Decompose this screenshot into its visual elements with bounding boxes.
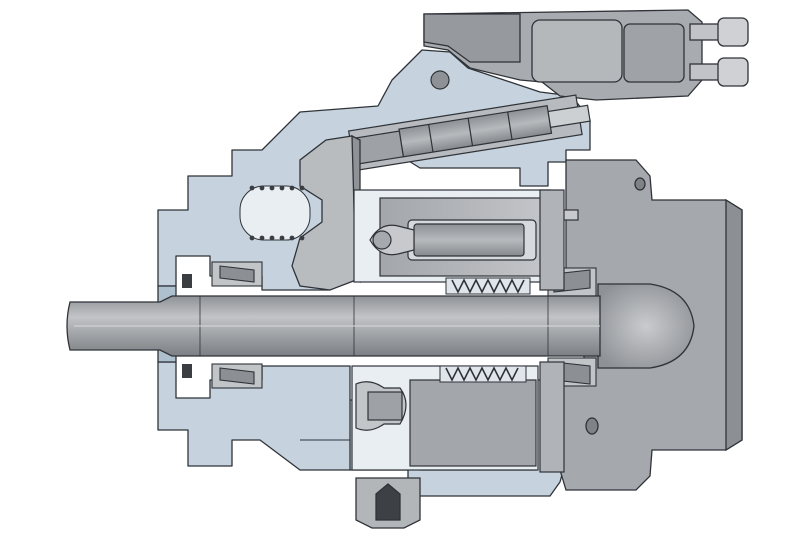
drive-shaft bbox=[66, 295, 601, 357]
lower-cylinder bbox=[351, 365, 539, 471]
cylinder-block bbox=[353, 189, 579, 283]
valve-plate bbox=[539, 189, 565, 473]
housing-details bbox=[231, 150, 350, 441]
port-boss bbox=[597, 283, 695, 369]
lower-piston bbox=[355, 381, 407, 431]
pivot-pin bbox=[430, 70, 450, 90]
shaft-seal bbox=[182, 274, 192, 378]
front-bearing bbox=[211, 261, 263, 389]
setting-piston bbox=[347, 94, 591, 172]
control-valve bbox=[423, 9, 749, 101]
adjustment-screw bbox=[689, 17, 749, 87]
port-plug bbox=[355, 477, 421, 529]
rear-port-block bbox=[559, 159, 743, 491]
return-spring bbox=[439, 277, 531, 383]
swashplate-spring bbox=[239, 185, 311, 241]
piston bbox=[369, 223, 525, 257]
